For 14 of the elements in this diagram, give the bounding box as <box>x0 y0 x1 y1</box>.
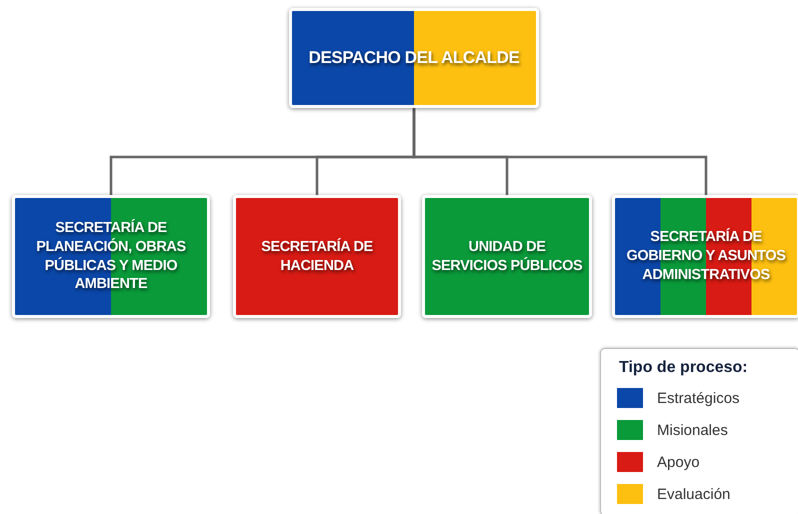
org-unit-box <box>233 195 401 318</box>
org-unit-box <box>612 195 798 318</box>
org-unit-box <box>12 195 210 318</box>
legend-text: Misionales <box>657 422 728 438</box>
org-unit-box <box>422 195 592 318</box>
unit-name: UNIDAD DE SERVICIOS PÚBLICOS <box>430 238 584 276</box>
legend-text: Apoyo <box>657 454 700 470</box>
unit-name: SECRETARÍA DE PLANEACIÓN, OBRAS PÚBLICAS Y MEDIO AMBIENTE <box>35 218 187 294</box>
unit-name: SECRETARÍA DE HACIENDA <box>260 238 374 276</box>
legend-title: Tipo de proceso: <box>619 359 748 377</box>
connector-line <box>412 108 708 195</box>
legend-text: Evaluación <box>657 486 730 502</box>
org-unit-box <box>289 8 539 108</box>
legend-text: Estratégicos <box>657 390 740 406</box>
